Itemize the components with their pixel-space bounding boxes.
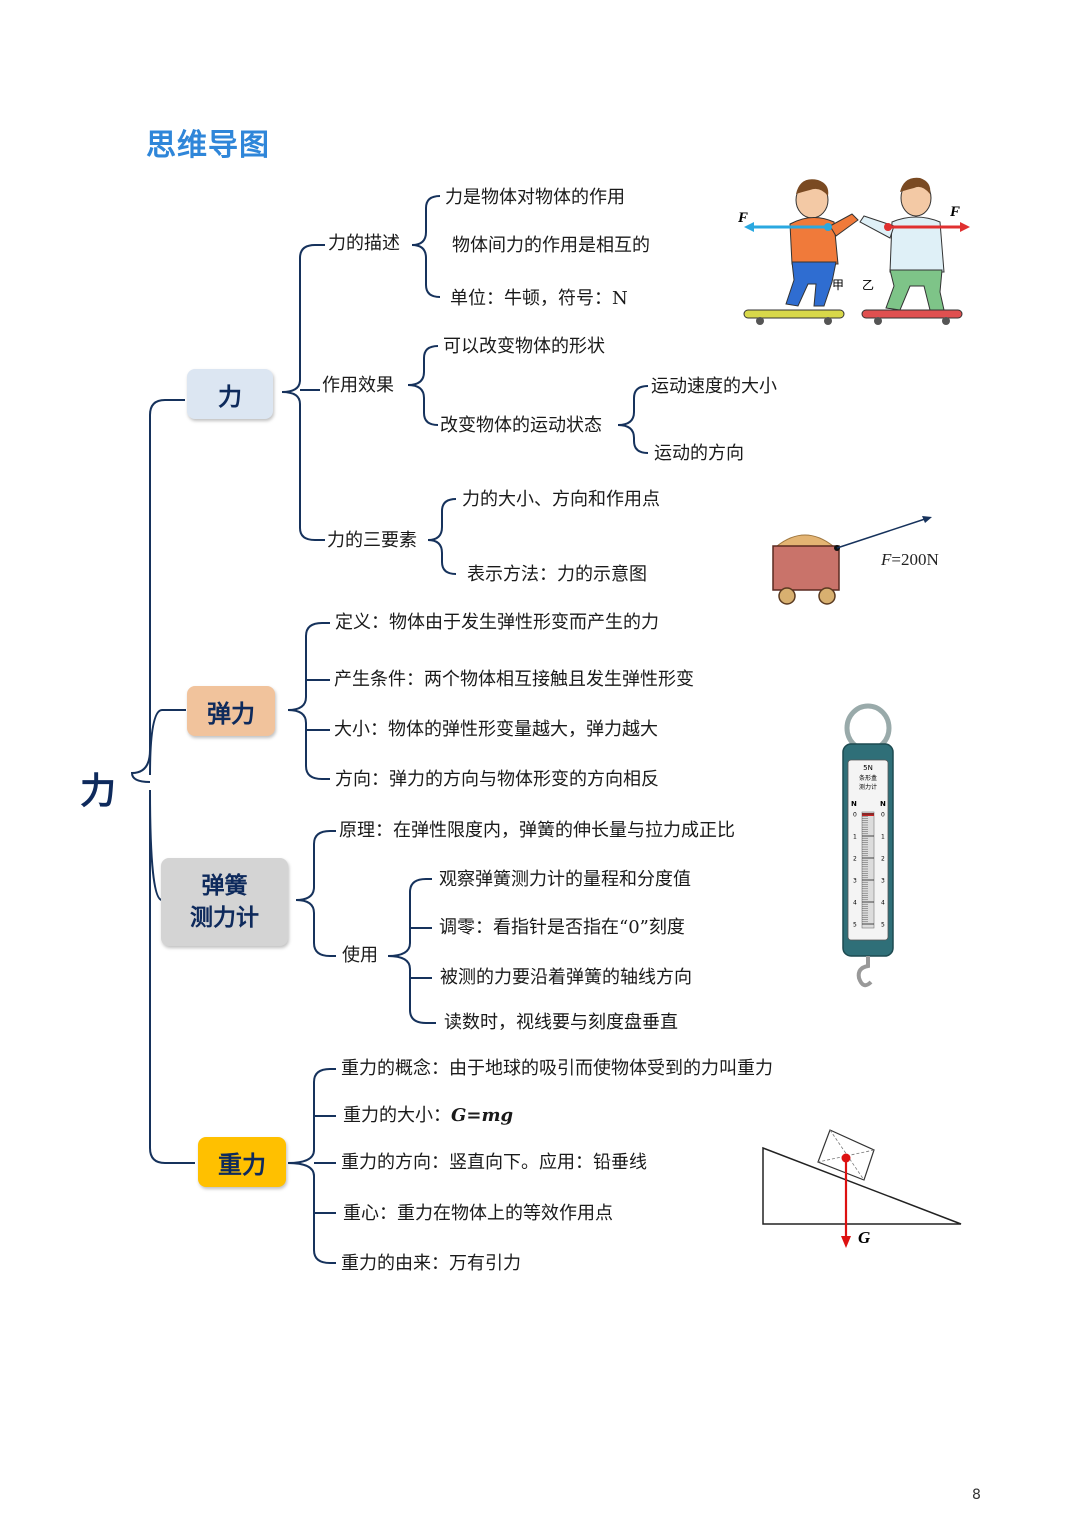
label-yi: 乙	[862, 278, 874, 292]
spring-use-item: 调零：看指针是否指在“0”刻度	[439, 917, 685, 938]
scale-tick-label: 1	[853, 834, 857, 841]
scale-unit-left: N	[851, 800, 857, 808]
scale-range-label: 5N	[863, 764, 873, 772]
spring-use-item: 被测的力要沿着弹簧的轴线方向	[440, 967, 692, 988]
category-elastic: 弹力	[187, 686, 275, 736]
incline-triangle	[762, 1146, 962, 1225]
scale-tick-label: 0	[881, 812, 885, 819]
page-number: 8	[972, 1487, 981, 1503]
gravity-item: 重力的概念：由于地球的吸引而使物体受到的力叫重力	[341, 1058, 773, 1079]
scale-tick-label: 3	[853, 878, 857, 885]
category-gravity: 重力	[198, 1137, 286, 1187]
spring-use-item: 观察弹簧测力计的量程和分度值	[439, 869, 691, 890]
gravity-item: 重力的大小：G=mg	[343, 1104, 513, 1128]
motion-state-item: 运动的方向	[654, 443, 744, 464]
gravity-size-label: 重力的大小：	[343, 1105, 451, 1126]
spring-label-line1: 弹簧	[201, 873, 248, 899]
force-desc-item: 力是物体对物体的作用	[445, 187, 625, 208]
cart-force-symbol: F	[880, 550, 892, 569]
label-jia: 甲	[832, 278, 844, 292]
scale-unit-right: N	[880, 800, 886, 808]
category-force: 力	[187, 369, 273, 419]
arrowhead-icon	[922, 516, 932, 523]
spring-scale-illustration: 5N 条形盒 测力计 N N 0 0 1 1 2 2 3 3 4 4 5 5	[842, 703, 894, 988]
page-title: 思维导图	[146, 128, 270, 163]
scale-tick-label: 1	[881, 834, 885, 841]
scale-tick-label: 4	[881, 900, 885, 907]
gravity-label: G	[858, 1228, 871, 1247]
spring-use-item: 读数时，视线要与刻度盘垂直	[444, 1012, 678, 1033]
category-spring-scale: 弹簧 测力计	[161, 858, 288, 946]
force-effect-item: 可以改变物体的形状	[443, 336, 605, 357]
elastic-item: 定义：物体由于发生弹性形变而产生的力	[335, 612, 659, 633]
scale-name-label: 条形盒	[859, 774, 877, 782]
incline-gravity-illustration: G	[762, 1129, 962, 1248]
spring-label-line2: 测力计	[190, 905, 259, 931]
cart-force-arrow	[836, 518, 926, 549]
elastic-item: 方向：弹力的方向与物体形变的方向相反	[335, 769, 659, 790]
boy-jia-figure	[743, 179, 859, 325]
hook-icon	[856, 956, 873, 988]
spring-principle: 原理：在弹性限度内，弹簧的伸长量与拉力成正比	[339, 820, 735, 841]
scale-tick-label: 0	[853, 812, 857, 819]
cart-body	[772, 545, 840, 591]
force-label-right: F	[949, 204, 960, 220]
gravity-formula: G=mg	[451, 1105, 514, 1126]
force-desc-label: 力的描述	[328, 233, 400, 254]
gravity-item: 重心：重力在物体上的等效作用点	[343, 1203, 613, 1224]
gravity-item: 重力的由来：万有引力	[341, 1253, 521, 1274]
scale-ticks	[862, 813, 874, 925]
force-effect-item: 改变物体的运动状态	[440, 415, 602, 436]
scale-tick-label: 4	[853, 900, 857, 907]
scale-tick-label: 5	[853, 922, 857, 929]
scale-tick-label: 3	[881, 878, 885, 885]
scale-tick-label: 5	[881, 922, 885, 929]
scale-tick-label: 2	[881, 856, 885, 863]
scale-tick-label: 2	[853, 856, 857, 863]
motion-state-item: 运动速度的大小	[651, 376, 777, 397]
force-three-label: 力的三要素	[327, 530, 417, 551]
arrowhead-icon	[744, 222, 754, 232]
spring-use-label: 使用	[342, 945, 378, 966]
force-label-left: F	[737, 210, 748, 226]
arrowhead-icon	[841, 1236, 851, 1248]
skateboard-boys-illustration: F F 甲 乙	[737, 177, 970, 325]
force-three-item: 力的大小、方向和作用点	[462, 489, 660, 510]
elastic-item: 产生条件：两个物体相互接触且发生弹性形变	[334, 669, 694, 690]
force-desc-item: 单位：牛顿，符号：N	[450, 288, 628, 309]
force-three-item: 表示方法：力的示意图	[467, 564, 647, 585]
cart-force-value: =200N	[891, 550, 938, 569]
arrowhead-icon	[960, 222, 970, 232]
elastic-item: 大小：物体的弹性形变量越大，弹力越大	[334, 719, 658, 740]
force-desc-item: 物体间力的作用是相互的	[452, 235, 650, 256]
gravity-item: 重力的方向：竖直向下。应用：铅垂线	[341, 1152, 647, 1173]
scale-name-label: 测力计	[859, 783, 877, 791]
force-effect-label: 作用效果	[322, 375, 394, 396]
cart-force-illustration: F=200N	[772, 516, 939, 605]
cart-force-label: F=200N	[880, 550, 939, 569]
root-node: 力	[80, 771, 117, 812]
scale-numbers: 0 0 1 1 2 2 3 3 4 4 5 5	[853, 812, 885, 929]
boy-yi-figure	[859, 177, 963, 325]
